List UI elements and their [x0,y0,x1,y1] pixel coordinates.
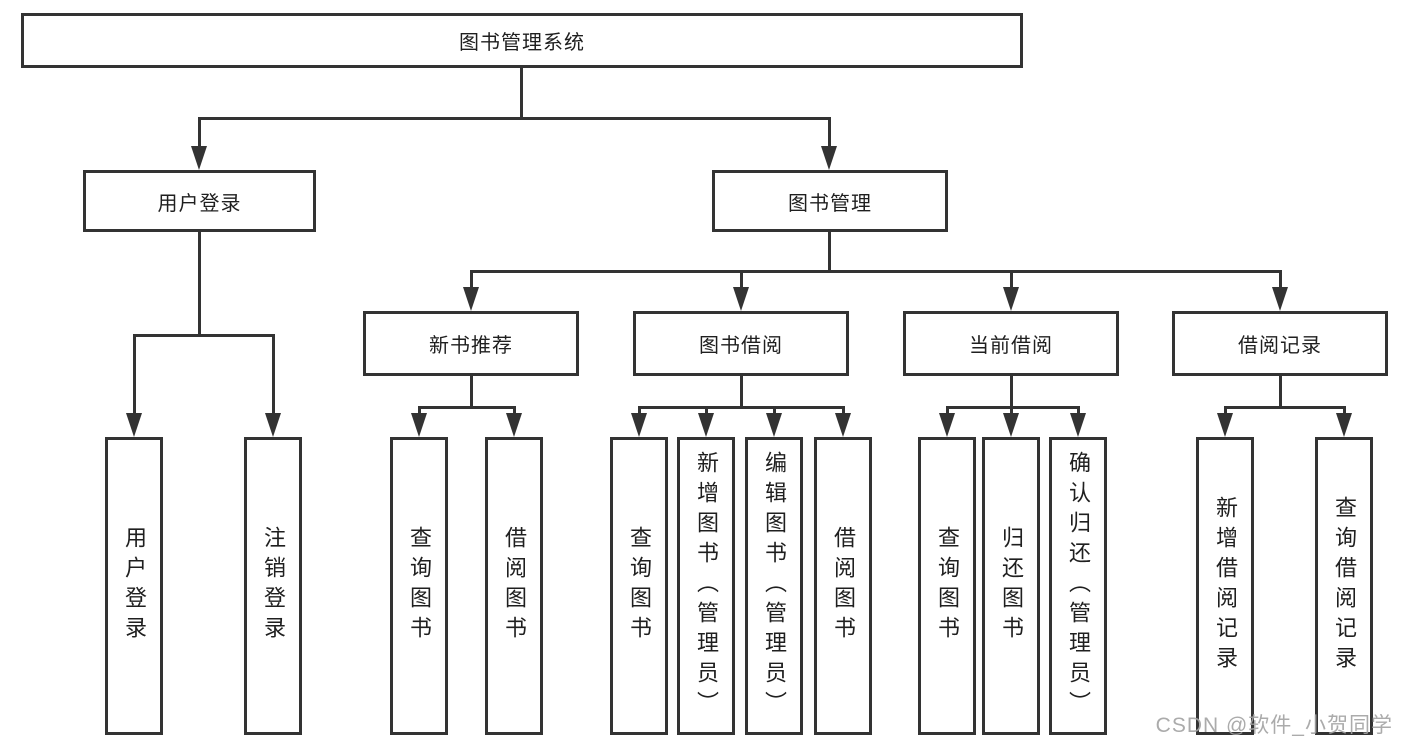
leaf-add-borrow-record: 新增借阅记录 [1196,437,1254,735]
leaf-query-books-rec: 查询图书 [390,437,448,735]
connector-stem [1010,406,1013,417]
arrowhead-icon [126,413,142,437]
connector-stub [740,375,743,409]
connector-stub [470,375,473,409]
arrowhead-icon [835,413,851,437]
connector-stem [842,406,845,417]
leaf-query-borrow-record: 查询借阅记录 [1315,437,1373,735]
leaf-label: 注销登录 [261,526,286,646]
watermark: CSDN @软件_小贺同学 [1155,714,1393,737]
connector-stem [638,406,641,417]
leaf-query-books-current: 查询图书 [918,437,976,735]
node-book-borrow: 图书借阅 [633,311,849,376]
connector-userlogin-stub [198,232,201,337]
connector-stub [1010,375,1013,409]
connector-stem [828,117,831,150]
node-label: 图书管理 [788,192,872,215]
leaf-user-login: 用户登录 [105,437,163,735]
arrowhead-icon [1272,287,1288,311]
leaf-query-books-borrow: 查询图书 [610,437,668,735]
connector-hline [1224,406,1345,409]
connector-stem [133,334,136,416]
arrowhead-icon [1070,413,1086,437]
connector-stem [705,406,708,417]
connector-stem [198,117,201,150]
connector-stem [513,406,516,417]
leaf-label: 编辑图书（管理员） [762,451,787,721]
node-root: 图书管理系统 [21,13,1023,68]
connector-stem [1010,270,1013,291]
connector-stub [1279,375,1282,409]
node-new-book-rec: 新书推荐 [363,311,579,376]
leaf-borrow-books: 借阅图书 [814,437,872,735]
connector-hline [418,406,516,409]
leaf-label: 借阅图书 [831,526,856,646]
arrowhead-icon [1217,413,1233,437]
connector-stem [272,334,275,416]
leaf-label: 确认归还（管理员） [1066,451,1091,721]
arrowhead-icon [631,413,647,437]
connector-stem [1279,270,1282,291]
connector-bookmgmt-stub [828,232,831,272]
connector-stem [946,406,949,417]
arrowhead-icon [821,146,837,170]
arrowhead-icon [411,413,427,437]
arrowhead-icon [1003,413,1019,437]
node-user-login: 用户登录 [83,170,316,232]
connector-hline [638,406,845,409]
connector-stem [1224,406,1227,417]
node-label: 当前借阅 [969,335,1053,357]
node-current-borrow: 当前借阅 [903,311,1119,376]
leaf-label: 归还图书 [999,526,1024,646]
leaf-label: 借阅图书 [502,526,527,646]
connector-hline [946,406,1080,409]
arrowhead-icon [265,413,281,437]
arrowhead-icon [1336,413,1352,437]
connector-userlogin-hline [133,334,274,337]
leaf-edit-books-admin: 编辑图书（管理员） [745,437,803,735]
node-book-mgmt: 图书管理 [712,170,948,232]
leaf-label: 新增图书（管理员） [694,451,719,721]
connector-root-stub [520,68,523,118]
connector-level2-hline [470,270,1281,273]
leaf-label: 新增借阅记录 [1213,496,1238,676]
connector-stem [1077,406,1080,417]
connector-stem [1343,406,1346,417]
arrowhead-icon [506,413,522,437]
node-root-label: 图书管理系统 [459,32,585,54]
leaf-logout: 注销登录 [244,437,302,735]
connector-stem [418,406,421,417]
arrowhead-icon [733,287,749,311]
leaf-return-books: 归还图书 [982,437,1040,735]
connector-stem [773,406,776,417]
arrowhead-icon [463,287,479,311]
arrowhead-icon [939,413,955,437]
leaf-label: 查询图书 [407,526,432,646]
leaf-borrow-books-rec: 借阅图书 [485,437,543,735]
leaf-label: 查询借阅记录 [1332,496,1357,676]
connector-stem [470,270,473,291]
node-label: 用户登录 [157,192,242,215]
leaf-label: 查询图书 [935,526,960,646]
node-label: 新书推荐 [429,335,513,357]
arrowhead-icon [1003,287,1019,311]
connector-stem [740,270,743,291]
leaf-add-books-admin: 新增图书（管理员） [677,437,735,735]
node-label: 借阅记录 [1238,335,1322,357]
node-label: 图书借阅 [699,335,783,357]
leaf-label: 查询图书 [627,526,652,646]
arrowhead-icon [698,413,714,437]
arrowhead-icon [191,146,207,170]
connector-level1-hline [198,117,831,120]
node-borrow-records: 借阅记录 [1172,311,1388,376]
leaf-confirm-return-admin: 确认归还（管理员） [1049,437,1107,735]
arrowhead-icon [766,413,782,437]
leaf-label: 用户登录 [122,526,147,646]
